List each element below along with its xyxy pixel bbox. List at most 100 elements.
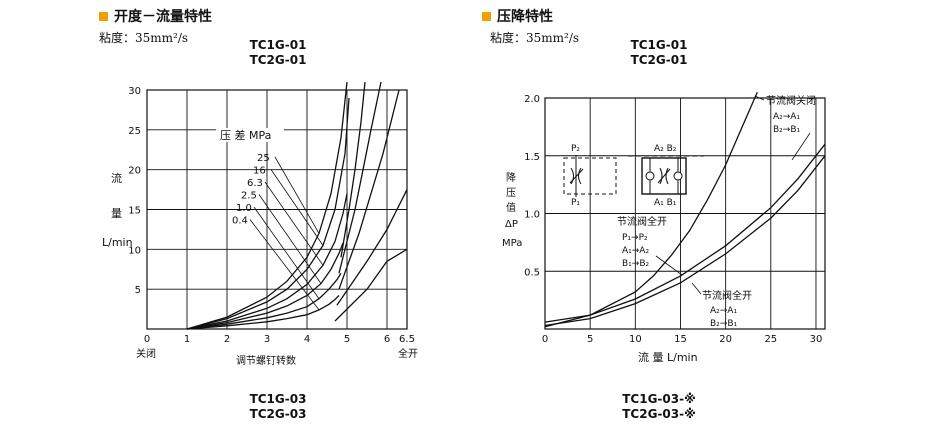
adjust-arrow-icon [657, 168, 671, 184]
pressure-xtick-label: 5 [587, 334, 593, 345]
pressure-ytick-label: 1.5 [524, 152, 540, 163]
pressure-xtick-label: 10 [629, 334, 642, 345]
flow-x-open-label: 全开 [398, 347, 418, 360]
pressure-xtick-label: 25 [764, 334, 777, 345]
pressure-xtick-label: 15 [674, 334, 687, 345]
flow-ytick-label: 15 [128, 206, 141, 217]
heading-bullet-icon [482, 11, 491, 21]
flow-ylabel-char-2: 量 [111, 207, 122, 220]
flow-xtick-label: 1 [184, 334, 190, 345]
flow-series-line-3 [186, 242, 344, 330]
flow-characteristic-panel: 开度－流量特性 粘度：35mm²/s TC1G-01 TC2G-01 TC1G-… [99, 9, 418, 422]
symbol-p-frame [563, 157, 617, 195]
flow-series-line-4 [186, 272, 342, 330]
pressure-series-line-0 [544, 91, 758, 328]
check-valve-a-icon [645, 171, 655, 181]
check-valve-b-icon [673, 171, 683, 181]
pressure-model-top-2: TC2G-01 [630, 53, 688, 67]
flow-xtick-label: 3 [264, 334, 270, 345]
flow-xtick-label: 0 [144, 334, 150, 345]
flow-legend-label-4: 1.0 [236, 203, 252, 214]
open-b-annotation-line-2: B₂→B₁ [710, 319, 737, 329]
flow-chart-grid [146, 89, 408, 330]
open-a-leader [655, 255, 683, 276]
flow-chart-series [186, 81, 408, 330]
flow-full-open-line-4 [340, 81, 366, 258]
pressure-ytick-label: 0.5 [524, 267, 540, 278]
throttle-valve-symbol-ab: A₂ B₂ A₁ B₁ [628, 144, 704, 208]
symbol-label-a1b1: A₁ B₁ [654, 198, 677, 208]
flow-legend-title: 压 差 MPa [220, 128, 271, 142]
pressure-model-top: TC1G-01 TC2G-01 [599, 38, 719, 68]
flow-full-open-line-1 [336, 189, 408, 306]
symbol-ab-frame [641, 157, 687, 195]
pressure-ylabel-char-1: 降 [506, 171, 516, 184]
open-a-annotation-line-3: B₁→B₂ [622, 259, 649, 269]
pressure-model-bottom: TC1G-03-※ TC2G-03-※ [599, 392, 719, 422]
flow-legend-label-1: 16 [253, 166, 266, 177]
closed-leader-2 [791, 132, 811, 161]
flow-full-open-line-2 [338, 89, 400, 290]
flow-xtick-label: 5 [344, 334, 350, 345]
adjust-arrow-icon [569, 168, 584, 184]
flow-model-bottom: TC1G-03 TC2G-03 [218, 392, 338, 422]
open-b-annotation-line-1: A₂→A₁ [710, 306, 737, 316]
flow-legend-leader-5 [249, 219, 320, 311]
pressure-ylabel-char-3: 值 [506, 201, 516, 214]
flow-ytick-label: 10 [128, 245, 141, 256]
flow-series-line-5 [186, 295, 340, 330]
heading-bullet-icon [99, 11, 108, 21]
symbol-label-a2b2: A₂ B₂ [654, 144, 677, 154]
flow-legend-leader-2 [264, 181, 324, 266]
flow-xtick-label: 6 [384, 334, 390, 345]
pressure-chart-heading: 压降特性 [482, 6, 553, 26]
flow-legend-title-bg [216, 128, 284, 142]
open-b-annotation-title: 节流阀全开 [702, 289, 752, 302]
flow-full-open-line-0 [334, 248, 408, 322]
flow-legend-label-0: 25 [257, 153, 270, 164]
pressure-chart-series [544, 91, 826, 328]
throttle-icon [570, 167, 582, 185]
throttle-valve-symbol-p: P₂ P₁ [563, 144, 617, 208]
flow-viscosity-note: 粘度：35mm²/s [99, 31, 189, 45]
pressure-model-bottom-1: TC1G-03-※ [622, 392, 696, 406]
closed-annotation-line-1: A₂→A₁ [773, 112, 800, 122]
flow-ytick-label: 30 [128, 86, 141, 97]
flow-ytick-label: 5 [135, 285, 141, 296]
closed-annotation-title: 节流阀关闭 [766, 94, 816, 107]
closed-leader [754, 95, 765, 101]
pressure-ylabel-symbol: ΔP [505, 219, 518, 230]
flow-yunit: L/min [102, 236, 133, 249]
closed-annotation: 节流阀关闭 A₂→A₁ B₂→B₁ [754, 94, 816, 161]
flow-legend-leader-4 [253, 206, 320, 299]
flow-series-line-2 [186, 193, 348, 330]
flow-xtick-label: 4 [304, 334, 310, 345]
open-b-annotation: 节流阀全开 A₂→A₁ B₂→B₁ [691, 282, 752, 329]
open-a-annotation-line-2: A₁→A₂ [622, 246, 649, 256]
pressure-xlabel: 流 量 L/min [638, 350, 698, 364]
flow-ylabel-char-1: 流 [111, 171, 122, 185]
flow-xtick-label: 2 [224, 334, 230, 345]
flow-model-top-1: TC1G-01 [249, 38, 307, 52]
closed-annotation-line-2: B₂→B₁ [773, 125, 800, 135]
flow-ytick-label: 25 [128, 126, 141, 137]
open-a-annotation: 节流阀全开 P₁→P₂ A₁→A₂ B₁→B₂ [617, 215, 683, 276]
flow-legend-leader-3 [258, 194, 322, 284]
flow-legend-label-3: 2.5 [241, 191, 257, 202]
pressure-ytick-label: 2.0 [524, 94, 540, 105]
flow-series-line-0 [186, 81, 348, 330]
flow-legend-leader-1 [270, 169, 324, 246]
throttle-icon [659, 167, 669, 185]
pressure-model-bottom-2: TC2G-03-※ [622, 407, 696, 421]
flow-model-bottom-2: TC2G-03 [249, 407, 307, 421]
symbol-label-p1: P₁ [571, 198, 580, 208]
flow-ytick-label: 20 [128, 166, 141, 177]
pressure-series-line-1 [544, 143, 826, 323]
pressure-viscosity-note: 粘度：35mm²/s [490, 31, 580, 45]
flow-legend-label-5: 0.4 [232, 216, 248, 227]
flow-model-top-2: TC2G-01 [249, 53, 307, 67]
